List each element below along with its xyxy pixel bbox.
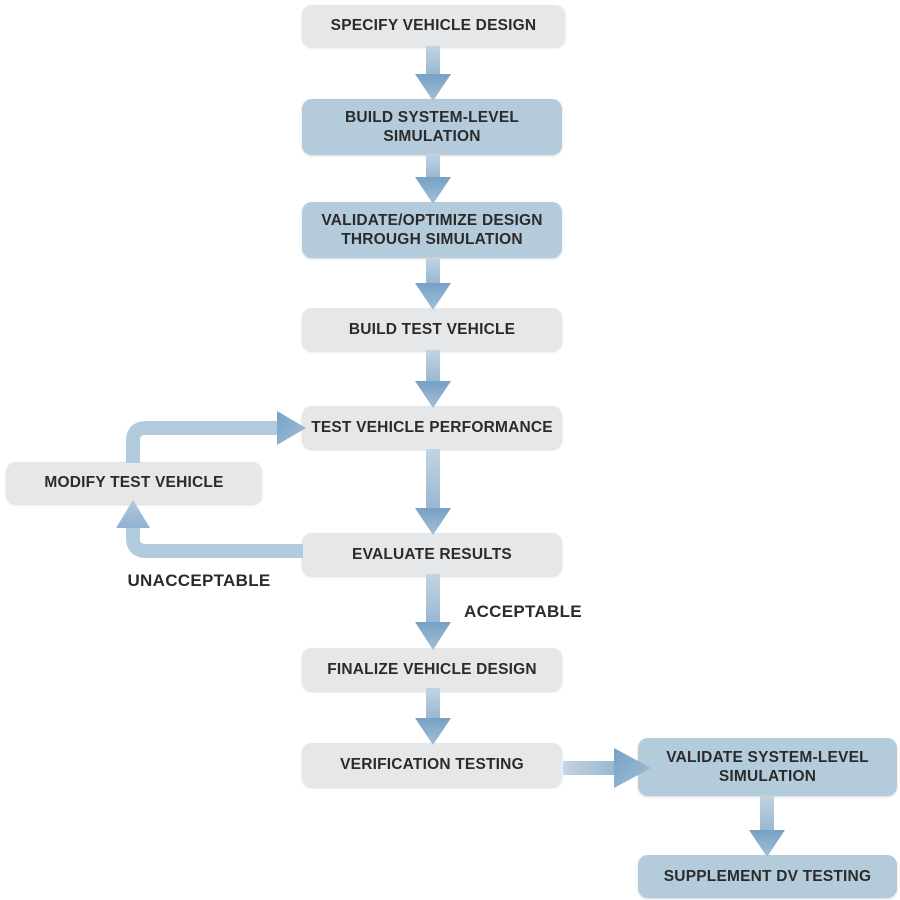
arrow-specify-to-build-sim <box>415 46 451 101</box>
node-verification-testing: VERIFICATION TESTING <box>302 743 562 787</box>
arrow-validate-sys-to-supplement <box>749 795 785 857</box>
loop-evaluate-to-modify <box>116 500 303 558</box>
edge-label-unacceptable: UNACCEPTABLE <box>127 571 271 590</box>
node-validate-system-level-simulation: VALIDATE SYSTEM-LEVEL SIMULATION <box>638 738 897 796</box>
edge-label-acceptable: ACCEPTABLE <box>464 602 582 621</box>
arrow-build-test-to-test-perf <box>415 350 451 408</box>
node-test-vehicle-performance: TEST VEHICLE PERFORMANCE <box>302 406 562 449</box>
node-modify-test-vehicle: MODIFY TEST VEHICLE <box>6 462 262 504</box>
arrow-validate-opt-to-build-test <box>415 257 451 310</box>
node-build-system-level-simulation: BUILD SYSTEM-LEVEL SIMULATION <box>302 99 562 155</box>
node-supplement-dv-testing: SUPPLEMENT DV TESTING <box>638 855 897 898</box>
arrow-build-sim-to-validate-opt <box>415 154 451 204</box>
node-validate-optimize-design: VALIDATE/OPTIMIZE DESIGN THROUGH SIMULAT… <box>302 202 562 258</box>
node-evaluate-results: EVALUATE RESULTS <box>302 533 562 576</box>
arrow-test-perf-to-evaluate <box>415 449 451 535</box>
node-specify-vehicle-design: SPECIFY VEHICLE DESIGN <box>302 5 565 47</box>
arrow-evaluate-to-finalize <box>415 574 451 650</box>
loop-modify-to-test-perf <box>126 411 306 463</box>
node-build-test-vehicle: BUILD TEST VEHICLE <box>302 308 562 351</box>
arrow-finalize-to-verification <box>415 688 451 745</box>
node-finalize-vehicle-design: FINALIZE VEHICLE DESIGN <box>302 648 562 691</box>
